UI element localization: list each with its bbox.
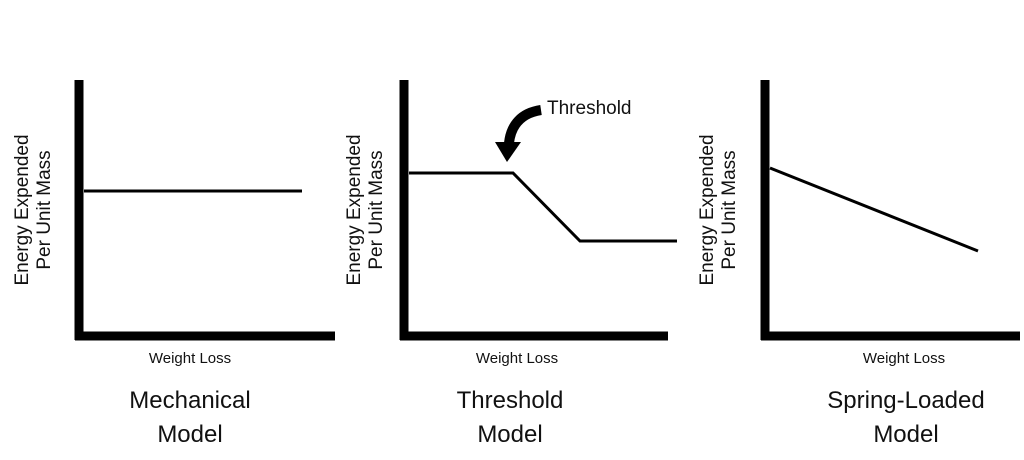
mechanical-model-panel: Energy Expended Per Unit Mass Weight Los… (0, 0, 340, 460)
x-axis-label: Weight Loss (148, 350, 232, 367)
panel-title: Mechanical Model (129, 387, 251, 448)
threshold-annotation: Threshold (547, 98, 632, 119)
x-axis-label: Weight Loss (475, 350, 559, 367)
panel-title: Threshold Model (456, 387, 564, 448)
spring-loaded-model-chart (760, 80, 1020, 341)
threshold-model-panel: Threshold Energy Expended Per Unit Mass … (335, 0, 680, 460)
y-axis-label: Energy Expended Per Unit Mass (344, 134, 387, 286)
energy-curve (769, 166, 979, 253)
panel-title: Spring-Loaded Model (827, 387, 985, 448)
y-axis-label: Energy Expended Per Unit Mass (697, 134, 740, 286)
x-axis-label: Weight Loss (862, 350, 946, 367)
mechanical-model-chart (74, 80, 335, 341)
y-axis-label: Energy Expended Per Unit Mass (12, 134, 55, 286)
threshold-arrowhead (495, 142, 521, 162)
spring-loaded-model-panel: Energy Expended Per Unit Mass Weight Los… (687, 0, 1024, 460)
threshold-arrow-icon (504, 105, 543, 144)
threshold-model-chart (399, 80, 677, 341)
energy-curve (409, 171, 677, 243)
